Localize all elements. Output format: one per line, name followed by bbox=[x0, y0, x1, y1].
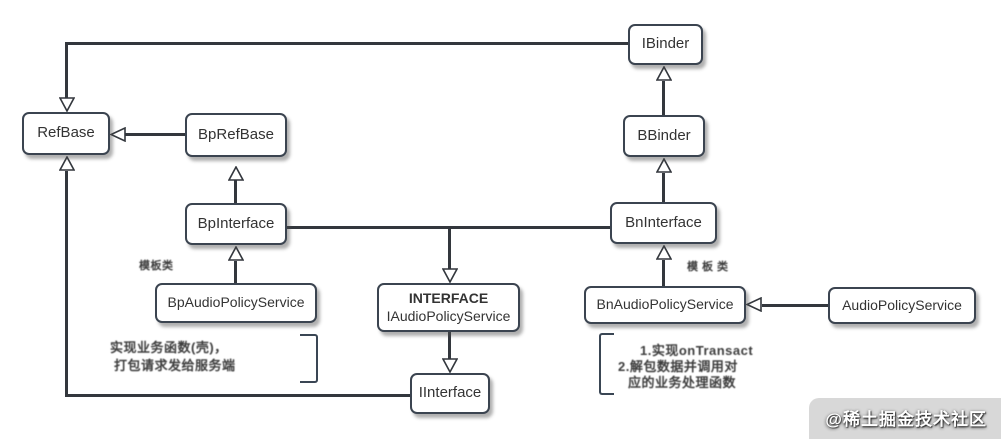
right-bracket-icon bbox=[300, 334, 318, 383]
node-label: BpRefBase bbox=[198, 125, 274, 143]
node-label: RefBase bbox=[37, 124, 95, 142]
node-audiopolicyservice: AudioPolicyService bbox=[828, 287, 976, 324]
node-bnaudiopolicyservice: BnAudioPolicyService bbox=[584, 286, 746, 324]
juejin-watermark: @稀土掘金技术社区 bbox=[809, 398, 1001, 439]
bn-impl-note-line3: 应的业务处理函数 bbox=[628, 375, 737, 390]
node-iinterface: IInterface bbox=[410, 373, 490, 414]
node-iaudiopolicyservice: INTERFACE IAudioPolicyService bbox=[377, 283, 520, 332]
node-label: IAudioPolicyService bbox=[386, 307, 511, 324]
edge-iinterface-to-refbase bbox=[65, 394, 411, 397]
node-refbase: RefBase bbox=[22, 112, 110, 155]
inheritance-arrowhead-up-icon bbox=[59, 156, 75, 171]
inheritance-arrowhead-up-icon bbox=[228, 166, 244, 181]
node-bpaudiopolicyservice: BpAudioPolicyService bbox=[155, 283, 317, 323]
node-label: IInterface bbox=[418, 384, 482, 402]
node-bpinterface: BpInterface bbox=[185, 203, 287, 245]
bn-impl-note-line2: 2.解包数据并调用对 bbox=[618, 359, 738, 374]
node-label: BBinder bbox=[637, 126, 691, 144]
edge-bpaps-to-bpinterface bbox=[234, 261, 237, 283]
node-ibinder: IBinder bbox=[628, 24, 703, 65]
inheritance-arrowhead-down-icon bbox=[442, 268, 458, 283]
bp-proxy-note-line2: 打包请求发给服务端 bbox=[114, 358, 236, 373]
edge-aps-to-bnaps bbox=[762, 304, 828, 307]
node-bprefbase: BpRefBase bbox=[185, 113, 287, 157]
inheritance-arrowhead-up-icon bbox=[228, 246, 244, 261]
inheritance-arrowhead-up-icon bbox=[656, 158, 672, 173]
inheritance-arrowhead-left-icon bbox=[110, 127, 126, 142]
node-bbinder: BBinder bbox=[623, 115, 705, 157]
node-bninterface: BnInterface bbox=[610, 202, 717, 244]
left-bracket-icon bbox=[599, 333, 614, 395]
inheritance-arrowhead-left-icon bbox=[746, 297, 762, 312]
edge-bninterface-to-bbinder bbox=[662, 173, 665, 202]
edge-bprefbase-to-refbase bbox=[125, 133, 185, 136]
node-label: BnInterface bbox=[625, 213, 702, 231]
edge-ibinder-to-refbase-drop bbox=[65, 42, 68, 98]
node-label: BpInterface bbox=[197, 214, 275, 232]
edge-bpinterface-to-bprefbase bbox=[234, 180, 237, 203]
inheritance-arrowhead-down-icon bbox=[442, 358, 458, 373]
template-note-right: 模板类 bbox=[687, 261, 732, 273]
node-label: AudioPolicyService bbox=[842, 296, 962, 313]
inheritance-arrowhead-down-icon bbox=[59, 97, 75, 112]
edge-bnaps-to-bninterface bbox=[662, 260, 665, 286]
bn-impl-note-line1: 1.实现onTransact bbox=[640, 343, 754, 358]
node-stereotype: INTERFACE bbox=[408, 290, 489, 306]
inheritance-arrowhead-up-icon bbox=[656, 66, 672, 81]
bp-proxy-note-line1: 实现业务函数(壳)， bbox=[110, 340, 228, 355]
edge-ibinder-to-refbase-top bbox=[65, 42, 628, 45]
edge-refbase-to-bottom bbox=[65, 171, 68, 397]
node-label: BnAudioPolicyService bbox=[596, 296, 734, 313]
node-label: BpAudioPolicyService bbox=[167, 294, 305, 311]
node-label: IBinder bbox=[641, 35, 690, 53]
inheritance-arrowhead-up-icon bbox=[656, 245, 672, 260]
edge-bbinder-to-ibinder bbox=[662, 81, 665, 115]
edge-interface-to-iinterface bbox=[448, 332, 451, 360]
edge-interface-drop bbox=[448, 226, 451, 270]
template-note-left: 模板类 bbox=[139, 260, 174, 272]
